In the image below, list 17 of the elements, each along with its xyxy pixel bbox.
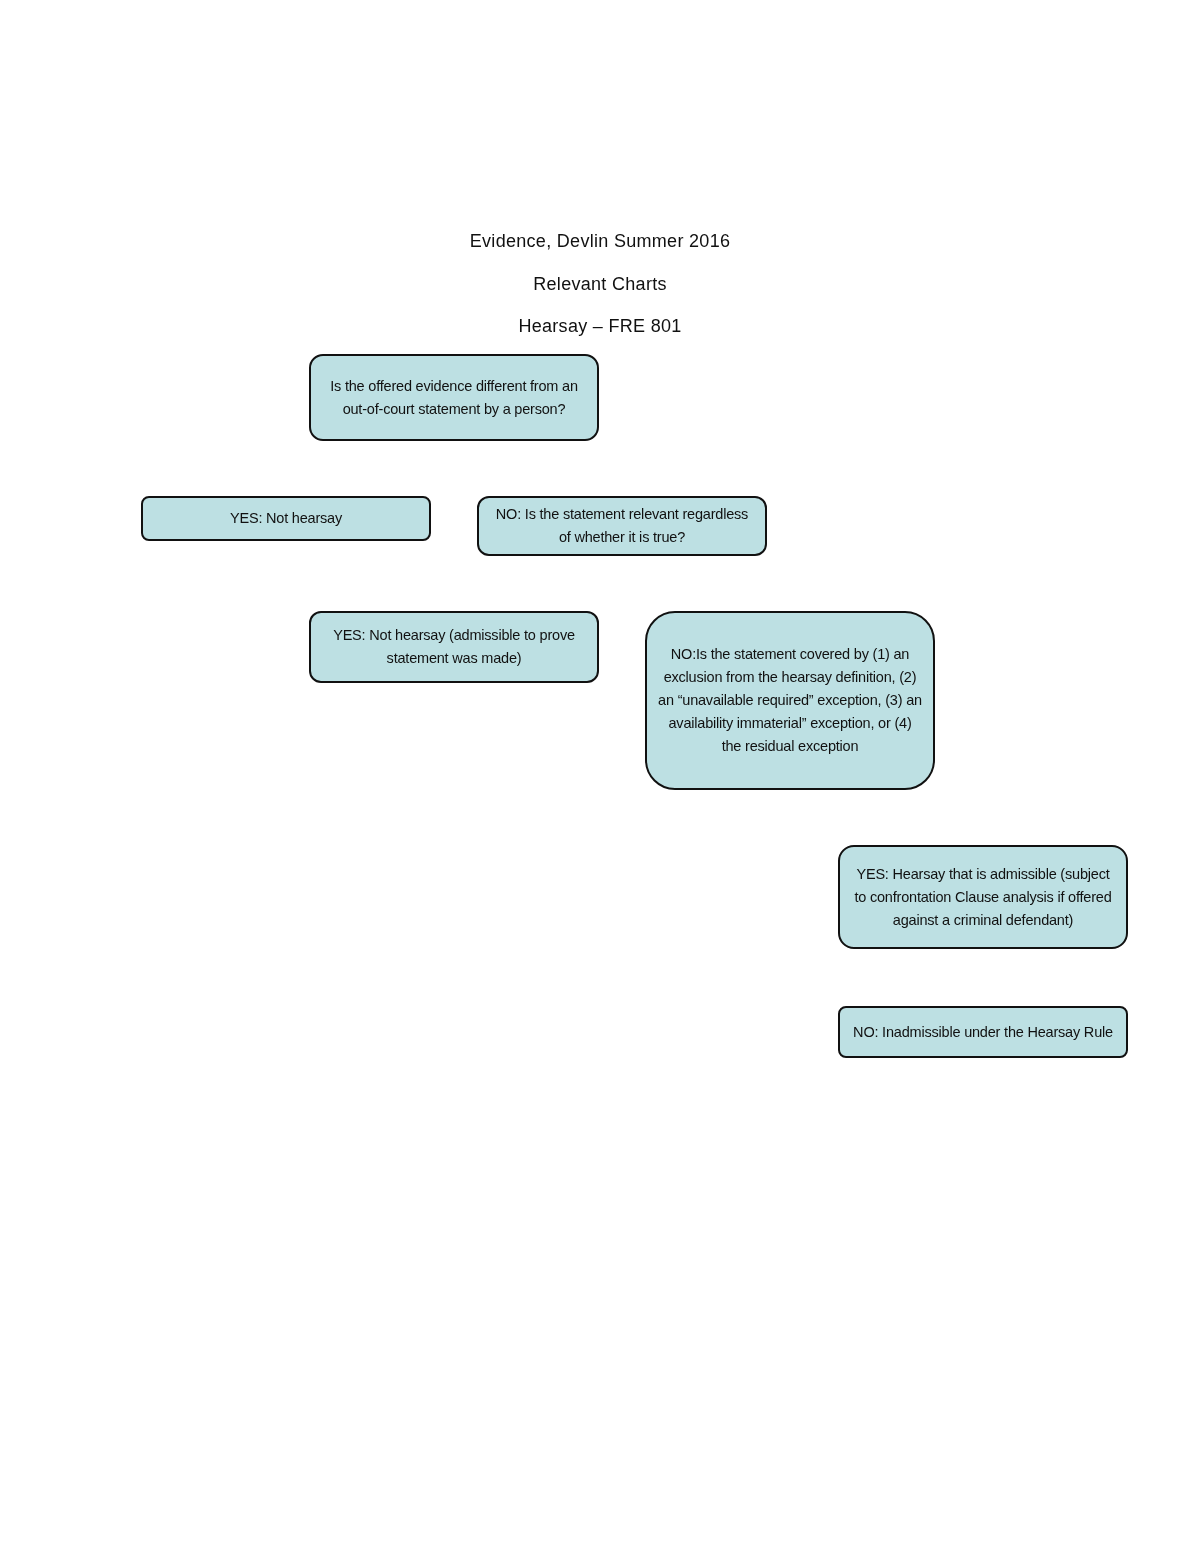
node-text: Is the offered evidence different from an out-of-court statement by a person? — [329, 376, 579, 419]
decision-box — [645, 611, 935, 790]
heading-text: Relevant Charts — [533, 274, 667, 295]
heading-text: Hearsay – FRE 801 — [518, 316, 682, 337]
outcome-box — [141, 496, 431, 541]
decision-box — [477, 496, 767, 556]
node-text: YES: Not hearsay — [229, 509, 343, 528]
outcome-box — [309, 611, 599, 683]
node-text: NO: Is the statement relevant regardless of whether it is true? — [494, 505, 750, 547]
outcome-box — [838, 845, 1128, 949]
decision-box — [309, 354, 599, 441]
node-text: NO:Is the statement covered by (1) an exclusion from the hearsay definition, (2) an “unavailable required” exception, (3) an availability immaterial” exception, or (4) the residual exception — [657, 645, 923, 756]
page-title: Evidence, Devlin Summer 2016 — [469, 231, 731, 252]
outcome-box — [838, 1006, 1128, 1058]
node-text: YES: Hearsay that is admissible (subject to confrontation Clause analysis if offered against a criminal defendant) — [853, 864, 1113, 930]
node-text: NO: Inadmissible under the Hearsay Rule — [853, 1022, 1113, 1042]
node-text: YES: Not hearsay (admissible to prove statement was made) — [332, 626, 576, 668]
